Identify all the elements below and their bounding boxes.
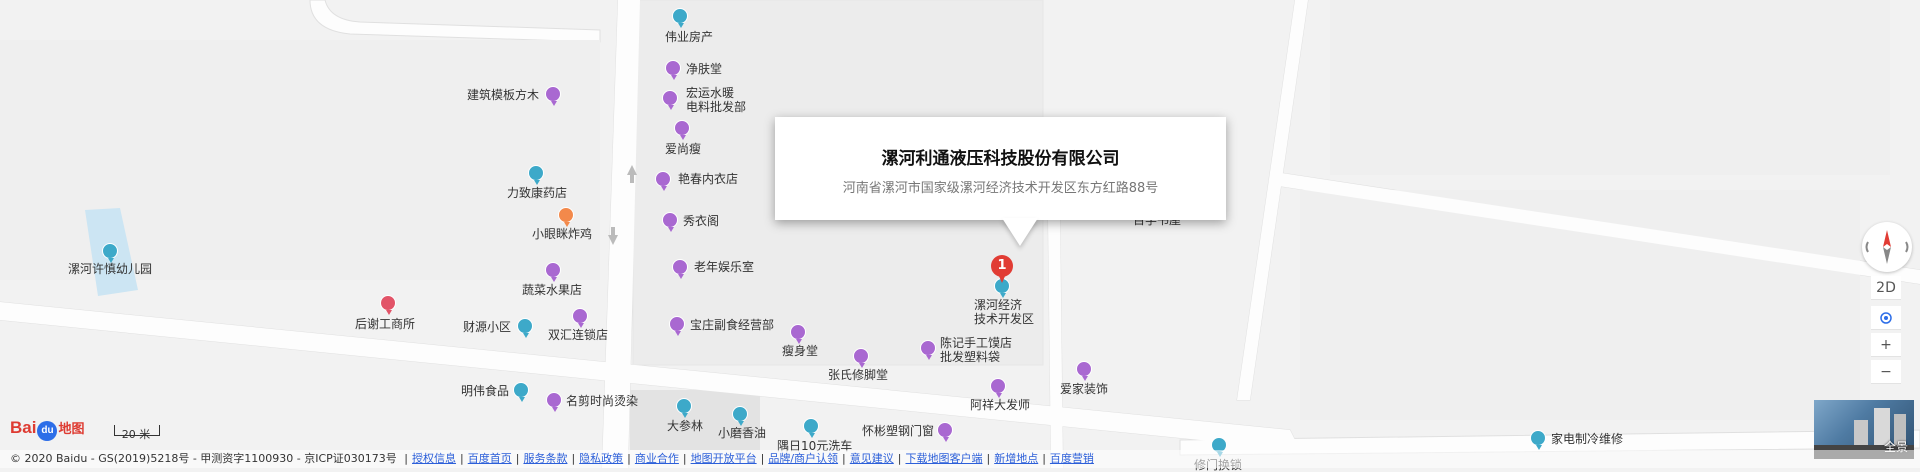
poi-label[interactable]: 张氏修脚堂	[828, 368, 889, 382]
poi-label[interactable]: 阿祥大发师	[970, 398, 1031, 412]
poi-label[interactable]: 后谢工商所	[355, 317, 416, 331]
poi-label[interactable]: 力致康药店	[507, 186, 568, 200]
popup-title: 漯河利通液压科技股份有限公司	[881, 149, 1120, 169]
poi-label[interactable]: 小眼眯炸鸡	[532, 227, 593, 241]
poi-pin-icon[interactable]	[528, 165, 544, 185]
poi-label[interactable]: 陈记手工馍店 批发塑料袋	[940, 336, 1013, 364]
logo-text-sub: 地图	[58, 421, 85, 436]
footer-separator: |	[897, 452, 902, 465]
poi-pin-icon[interactable]	[662, 90, 678, 110]
poi-label[interactable]: 秀衣阁	[683, 214, 720, 228]
poi-pin-icon[interactable]	[672, 259, 688, 279]
poi-pin-icon[interactable]	[669, 316, 685, 336]
footer-link[interactable]: 商业合作	[634, 452, 679, 465]
scale-bar	[114, 425, 160, 436]
poi-pin-icon[interactable]	[380, 295, 396, 315]
poi-label[interactable]: 明伟食品	[461, 384, 510, 398]
poi-pin-icon[interactable]	[546, 392, 562, 412]
poi-pin-icon[interactable]	[558, 207, 574, 227]
poi-pin-icon[interactable]	[1530, 430, 1546, 450]
poi-label[interactable]: 怀彬塑钢门窗	[862, 424, 935, 438]
poi-label[interactable]: 瘦身堂	[782, 344, 819, 358]
footer-separator: |	[1042, 452, 1046, 465]
poi-label[interactable]: 宝庄副食经营部	[690, 318, 775, 332]
poi-label[interactable]: 艳春内衣店	[678, 172, 739, 186]
poi-pin-icon[interactable]	[513, 382, 529, 402]
poi-pin-icon[interactable]	[572, 308, 588, 328]
copyright-text: © 2020 Baidu - GS(2019)5218号 - 甲测资字11009…	[10, 452, 397, 465]
poi-pin-icon[interactable]	[674, 120, 690, 140]
poi-pin-icon[interactable]	[803, 418, 819, 438]
poi-label[interactable]: 蔬菜水果店	[522, 283, 583, 297]
poi-label[interactable]: 名剪时尚烫染	[566, 394, 639, 408]
footer-link[interactable]: 百度营销	[1049, 452, 1094, 465]
footer-separator: |	[842, 452, 846, 465]
poi-pin-icon[interactable]	[937, 422, 953, 442]
footer-separator: |	[404, 452, 409, 465]
poi-pin-icon[interactable]	[672, 8, 688, 28]
footer-link[interactable]: 隐私政策	[579, 452, 624, 465]
footer-separator: |	[515, 452, 520, 465]
footer-link[interactable]: 新增地点	[994, 452, 1039, 465]
poi-pin-icon[interactable]	[517, 318, 533, 338]
scale-label: 20 米	[121, 428, 151, 441]
poi-label[interactable]: 大参林	[667, 419, 704, 433]
popup-address: 河南省漯河市国家级漯河经济技术开发区东方红路88号	[842, 181, 1159, 196]
poi-pin-icon[interactable]	[990, 378, 1006, 398]
footer-link[interactable]: 服务条款	[523, 452, 568, 465]
poi-pin-icon[interactable]	[545, 86, 561, 106]
footer-separator: |	[760, 452, 765, 465]
footer-link[interactable]: 下载地图客户端	[905, 452, 983, 465]
poi-pin-icon[interactable]	[662, 212, 678, 232]
poi-pin-icon[interactable]	[655, 171, 671, 191]
zoom-out-button[interactable]: −	[1871, 360, 1901, 384]
footer-link[interactable]: 授权信息	[412, 452, 457, 465]
footer-separator: |	[986, 452, 991, 465]
poi-label[interactable]: 漯河许慎幼儿园	[68, 262, 153, 276]
poi-pin-icon[interactable]	[853, 348, 869, 368]
poi-label[interactable]: 净肤堂	[686, 62, 723, 76]
footer-link[interactable]: 地图开放平台	[690, 452, 757, 465]
poi-label[interactable]: 爱家装饰	[1060, 382, 1109, 396]
footer-link[interactable]: 百度首页	[467, 452, 512, 465]
poi-label[interactable]: 小磨香油	[718, 426, 767, 440]
poi-pin-icon[interactable]	[545, 262, 561, 282]
zoom-in-button[interactable]: +	[1871, 333, 1901, 357]
poi-pin-icon[interactable]	[676, 398, 692, 418]
poi-label[interactable]: 隅日10元洗车	[777, 439, 853, 453]
footer-separator: |	[627, 452, 631, 465]
map-mode-2d-button[interactable]: 2D	[1871, 276, 1901, 300]
poi-label[interactable]: 宏运水暖 电料批发部	[686, 86, 747, 114]
footer-separator: |	[460, 452, 464, 465]
location-marker[interactable]: 1	[991, 255, 1013, 283]
poi-pin-icon[interactable]	[732, 406, 748, 426]
poi-label[interactable]: 伟业房产	[665, 30, 714, 44]
footer-separator: |	[571, 452, 576, 465]
footer-link[interactable]: 品牌/商户认领	[768, 452, 839, 465]
poi-pin-icon[interactable]	[665, 60, 681, 80]
poi-label[interactable]: 财源小区	[463, 320, 512, 334]
poi-label[interactable]: 爱尚瘦	[665, 142, 702, 156]
poi-label[interactable]: 老年娱乐室	[694, 260, 755, 274]
poi-pin-icon[interactable]	[920, 340, 936, 360]
poi-pin-icon[interactable]	[102, 243, 118, 263]
compass-icon[interactable]	[1862, 222, 1912, 272]
footer-link[interactable]: 意见建议	[849, 452, 894, 465]
poi-pin-icon[interactable]	[1076, 361, 1092, 381]
popup-tail	[1002, 218, 1038, 246]
poi-label[interactable]: 建筑模板方木	[467, 88, 540, 102]
poi-label[interactable]: 家电制冷维修	[1551, 432, 1624, 446]
info-popup: 漯河利通液压科技股份有限公司 河南省漯河市国家级漯河经济技术开发区东方红路88号	[775, 117, 1226, 220]
poi-label[interactable]: 漯河经济 技术开发区	[974, 298, 1035, 326]
footer-separator: |	[682, 452, 687, 465]
logo-text-bai: Bai	[10, 418, 37, 437]
poi-label[interactable]: 双汇连锁店	[548, 328, 609, 342]
poi-pin-icon[interactable]	[790, 324, 806, 344]
logo-paw-icon: du	[37, 421, 58, 441]
footer: © 2020 Baidu - GS(2019)5218号 - 甲测资字11009…	[0, 450, 1920, 468]
locate-icon[interactable]	[1871, 306, 1901, 330]
